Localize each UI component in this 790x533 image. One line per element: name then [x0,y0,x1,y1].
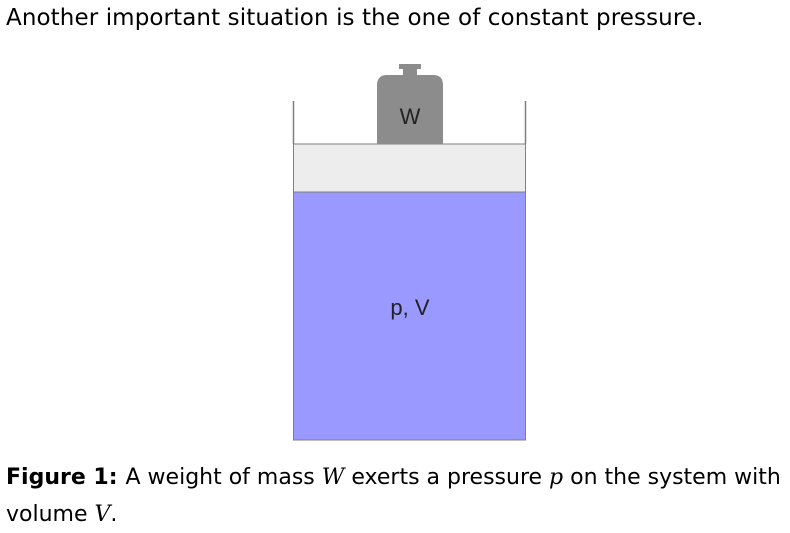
caption-var-pressure: p [549,465,564,490]
piston-cylinder-diagram: W p, V [292,64,527,441]
caption-text-line2-end: . [110,502,118,527]
weight-block [377,64,443,144]
caption-text-part2: exerts a pressure [344,465,550,490]
caption-text-part3: on the system with [563,465,781,490]
intro-text: Another important situation is the one o… [6,5,704,31]
weight-body [377,75,443,144]
weight-label: W [400,104,421,129]
caption-label: Figure 1: [6,465,118,490]
caption-line-2: volume V. [6,496,790,533]
gas-state-label: p, V [390,295,429,320]
figure-caption: Figure 1: A weight of mass W exerts a pre… [6,459,790,533]
caption-text-line2: volume [6,502,95,527]
caption-text-part1: A weight of mass [125,465,322,490]
weight-handle-neck [403,69,417,75]
gas-region [293,191,526,441]
caption-var-mass: W [321,465,345,490]
weight-handle-cap [399,64,421,69]
piston [293,143,526,193]
piston-cylinder-figure: W p, V [291,59,528,442]
caption-var-volume: V [94,502,111,527]
